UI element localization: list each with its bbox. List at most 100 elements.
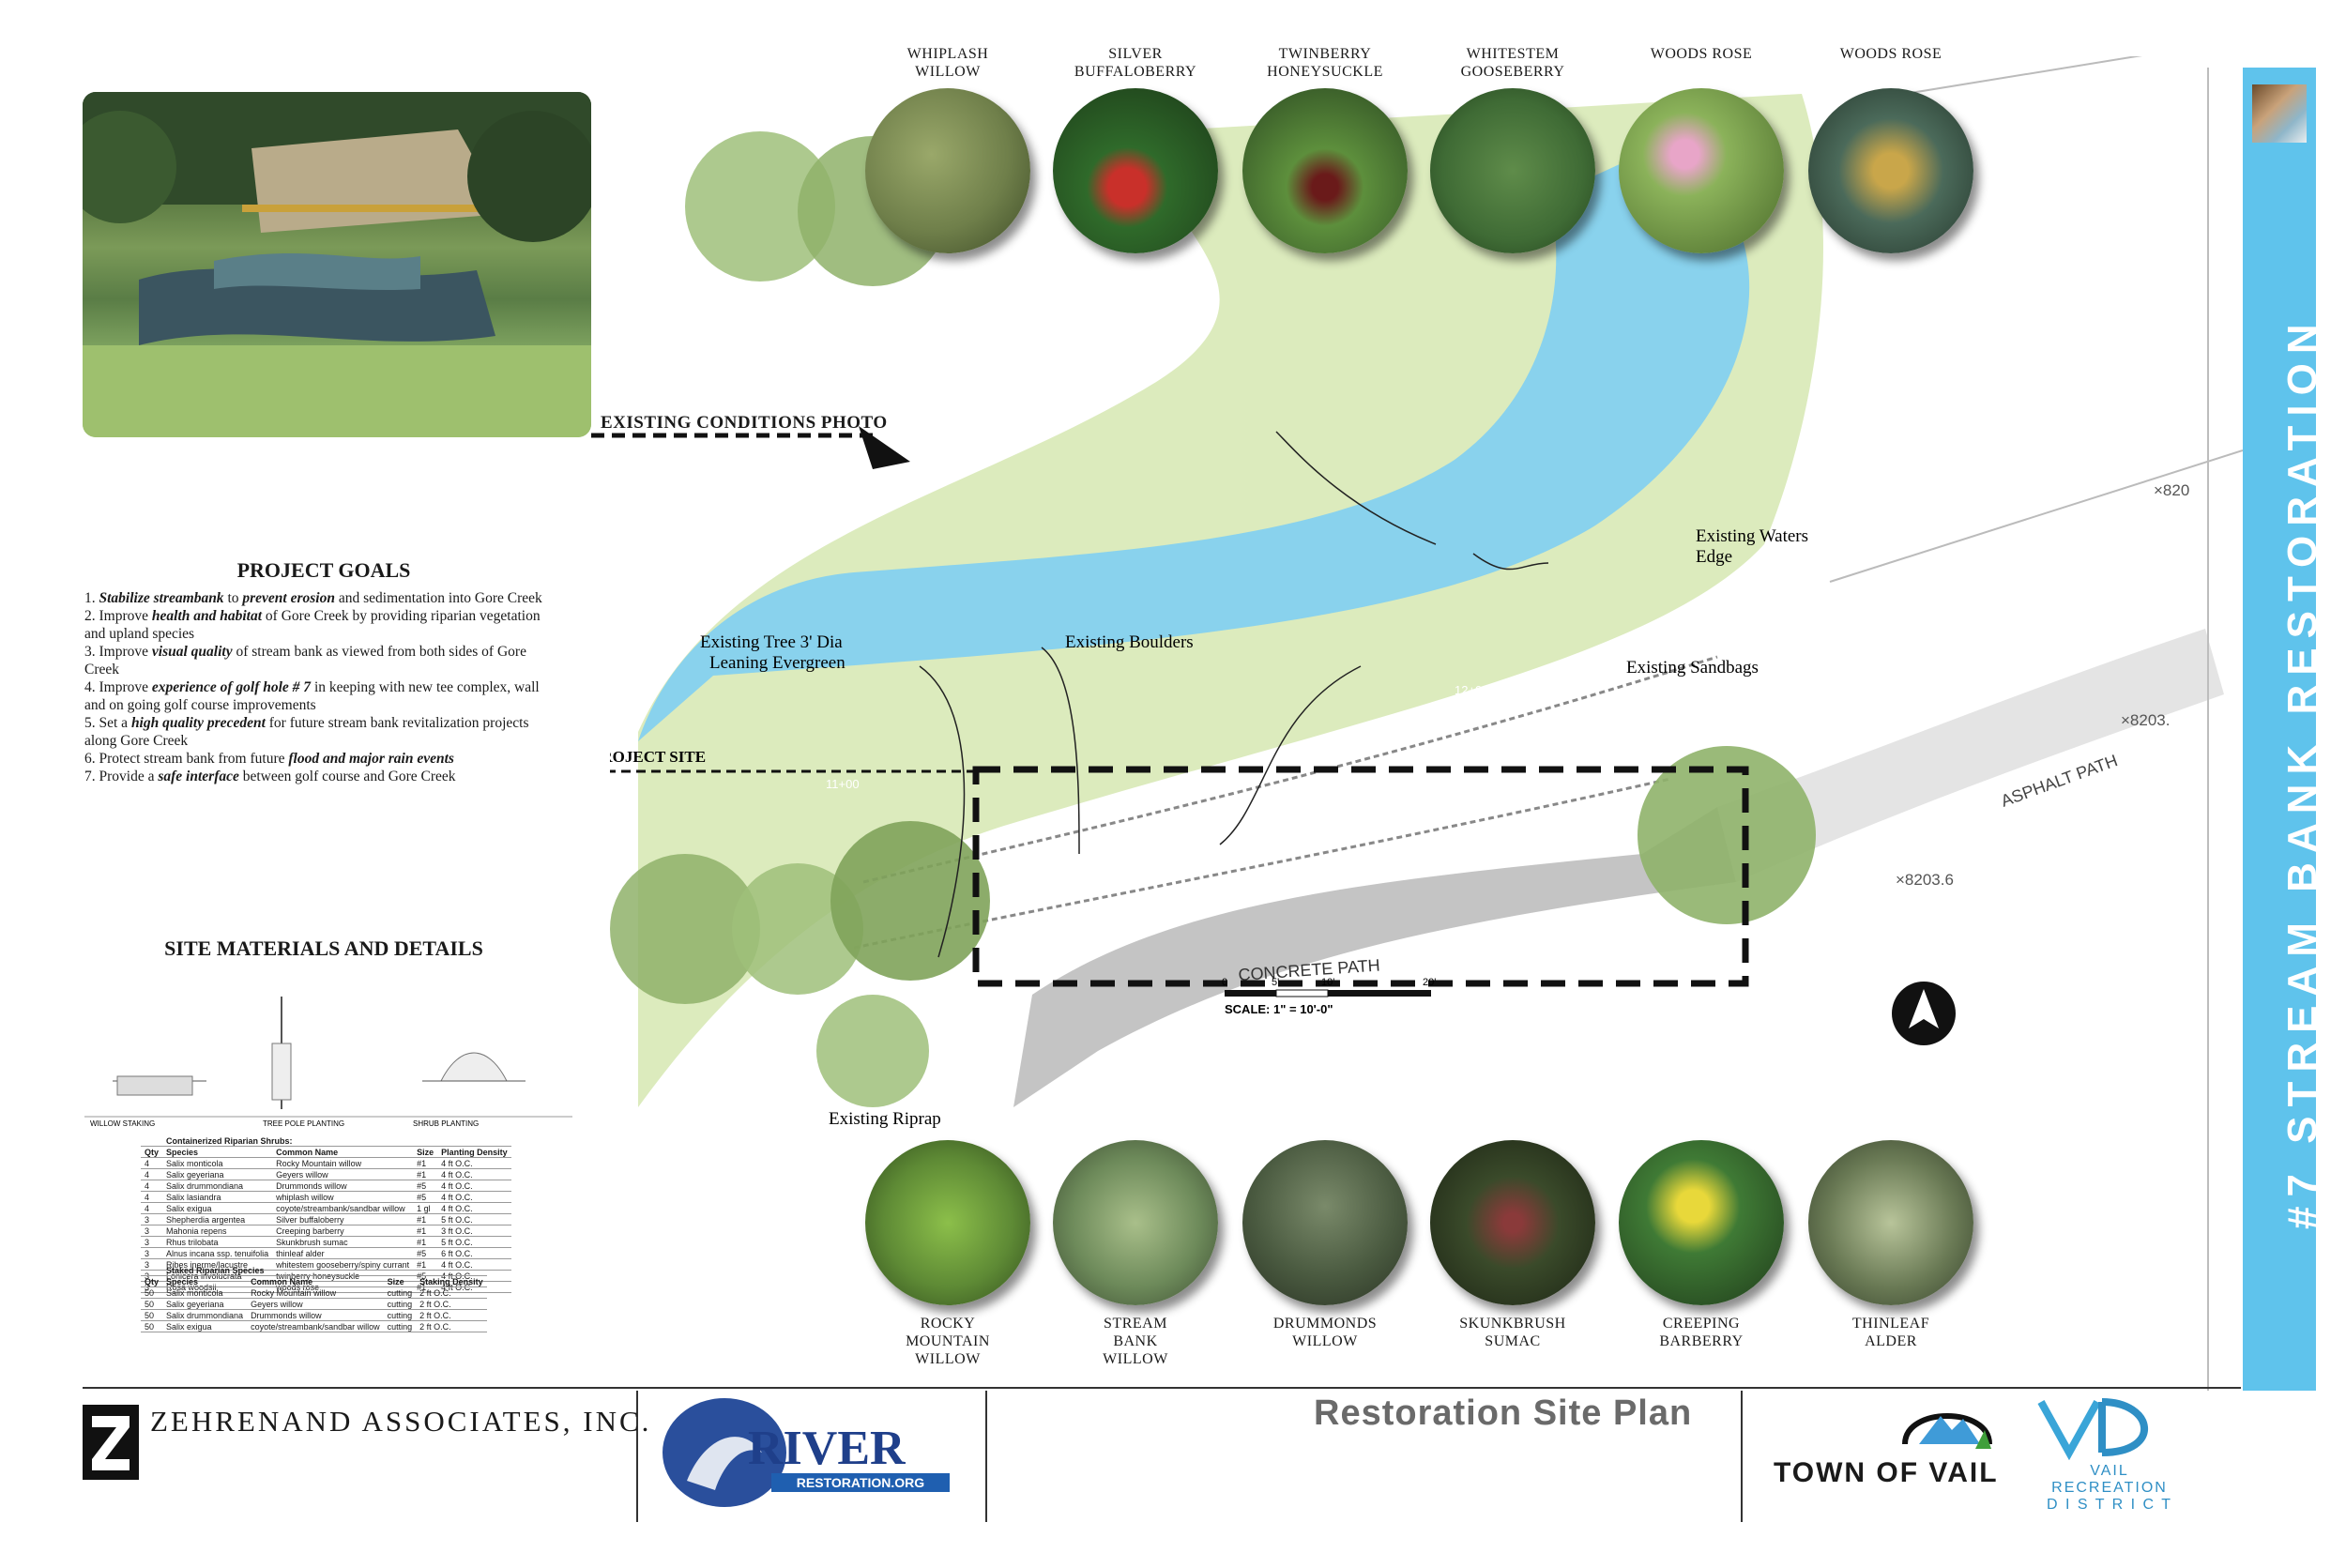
goal-item: 5. Set a high quality precedent for futu… (84, 715, 529, 749)
goal-item: 6. Protect stream bank from future flood… (84, 751, 454, 767)
footer-rule (83, 1387, 2241, 1389)
town-of-vail-logo-icon (1902, 1413, 1992, 1449)
detail-label-tree: TREE POLE PLANTING (263, 1119, 344, 1128)
elevation-label: ×820 (2154, 481, 2189, 499)
project-goals-list: 1. Stabilize streambank to prevent erosi… (84, 589, 563, 785)
elevation-label: ×8203.6 (1896, 871, 1954, 889)
site-materials-title: SITE MATERIALS AND DETAILS (164, 936, 483, 960)
details-sheet: WILLOW STAKING TREE POLE PLANTING SHRUB … (84, 987, 572, 1332)
goal-item: 7. Provide a safe interface between golf… (84, 769, 456, 784)
table-cell: Creeping barberry (272, 1225, 414, 1237)
project-goals-title: PROJECT GOALS (236, 558, 411, 582)
tree-canopy (685, 131, 835, 282)
scale-tick: 10' (1321, 977, 1334, 988)
detail-label-shrub: SHRUB PLANTING (413, 1119, 479, 1128)
banner-title: #7 STREAM BANK RESTORATION (2279, 314, 2325, 1229)
table-cell: 4 ft O.C. (437, 1168, 511, 1180)
table-cell: 5 ft O.C. (437, 1236, 511, 1248)
plant-photo (865, 1140, 1030, 1305)
table-cell: Skunkbrush sumac (272, 1236, 414, 1248)
table-cell: #1 (413, 1168, 438, 1180)
table-cell: Salix monticola (162, 1286, 248, 1299)
project-site-label: PROJECT SITE (610, 748, 706, 766)
waters-edge-label: Existing Waters (1696, 526, 1808, 546)
station-label: 11+00 (826, 777, 860, 791)
contour-line (1829, 449, 2243, 583)
planting-details-drawing: WILLOW STAKING TREE POLE PLANTING SHRUB … (84, 997, 572, 1128)
table-cell: 2 ft O.C. (416, 1309, 487, 1321)
goal-item: 4. Improve experience of golf hole # 7 i… (84, 679, 540, 713)
table-cell: 2 ft O.C. (416, 1298, 487, 1310)
table-cell: 1 gl (413, 1202, 438, 1214)
photo-arrow (591, 426, 910, 469)
plant-photo (1619, 1140, 1784, 1305)
table-cell: Drummonds willow (272, 1180, 414, 1192)
plant-photo (1053, 88, 1218, 253)
elevation-label: ×8203. (2121, 711, 2170, 729)
river-logo-text: RIVER (748, 1422, 906, 1475)
table-cell: Salix drummondiana (162, 1180, 273, 1192)
goal-item: 3. Improve visual quality of stream bank… (84, 644, 526, 677)
tree-leader (919, 665, 966, 958)
goal-item: 2. Improve health and habitat of Gore Cr… (84, 608, 541, 642)
column-header: Qty (141, 1146, 163, 1158)
vrd-name: VAIL RECREATION D I S T R I C T (2046, 1463, 2173, 1513)
scale-bar (1328, 990, 1431, 997)
existing-sandbags-label: Existing Sandbags (1626, 658, 1759, 677)
table-cell: cutting (383, 1320, 417, 1332)
column-header: Staking Density (416, 1275, 487, 1287)
waters-edge-label-2: Edge (1696, 547, 1732, 567)
photo-illustration (83, 92, 591, 437)
tree-canopy (732, 863, 863, 995)
table-cell: 2 ft O.C. (416, 1320, 487, 1332)
table-cell: #5 (413, 1191, 438, 1203)
table-cell: Shepherdia argentea (162, 1213, 273, 1225)
project-site-box (972, 766, 1749, 987)
table-cell: #1 (413, 1236, 438, 1248)
table-cell: Silver buffaloberry (272, 1213, 414, 1225)
table-cell: #5 (413, 1247, 438, 1259)
existing-riprap-label: Existing Riprap (829, 1109, 941, 1129)
table-cell: 4 (141, 1202, 163, 1214)
plant-photo (1242, 1140, 1408, 1305)
table-cell: 4 (141, 1168, 163, 1180)
table-cell: 50 (141, 1298, 163, 1310)
footer-divider (636, 1391, 638, 1522)
existing-tree-label-2: Leaning Evergreen (709, 653, 845, 673)
footer-divider (1741, 1391, 1743, 1522)
table-cell: Geyers willow (247, 1298, 384, 1310)
scale-bar (1275, 989, 1329, 997)
north-arrow-pointer (1909, 989, 1939, 1028)
column-header: Common Name (247, 1275, 384, 1287)
table-cell: #5 (413, 1180, 438, 1192)
table-cell: 2 ft O.C. (416, 1286, 487, 1299)
table-cell: #1 (413, 1213, 438, 1225)
frame-line (2207, 68, 2209, 1391)
table-cell: cutting (383, 1309, 417, 1321)
tree-canopy (610, 854, 760, 1004)
tree-canopy (816, 995, 929, 1107)
asphalt-path (1717, 629, 2224, 882)
table-cell: Salix exigua (162, 1320, 248, 1332)
station-label: 12+00 (1455, 683, 1489, 697)
contour-line (1904, 56, 2142, 95)
